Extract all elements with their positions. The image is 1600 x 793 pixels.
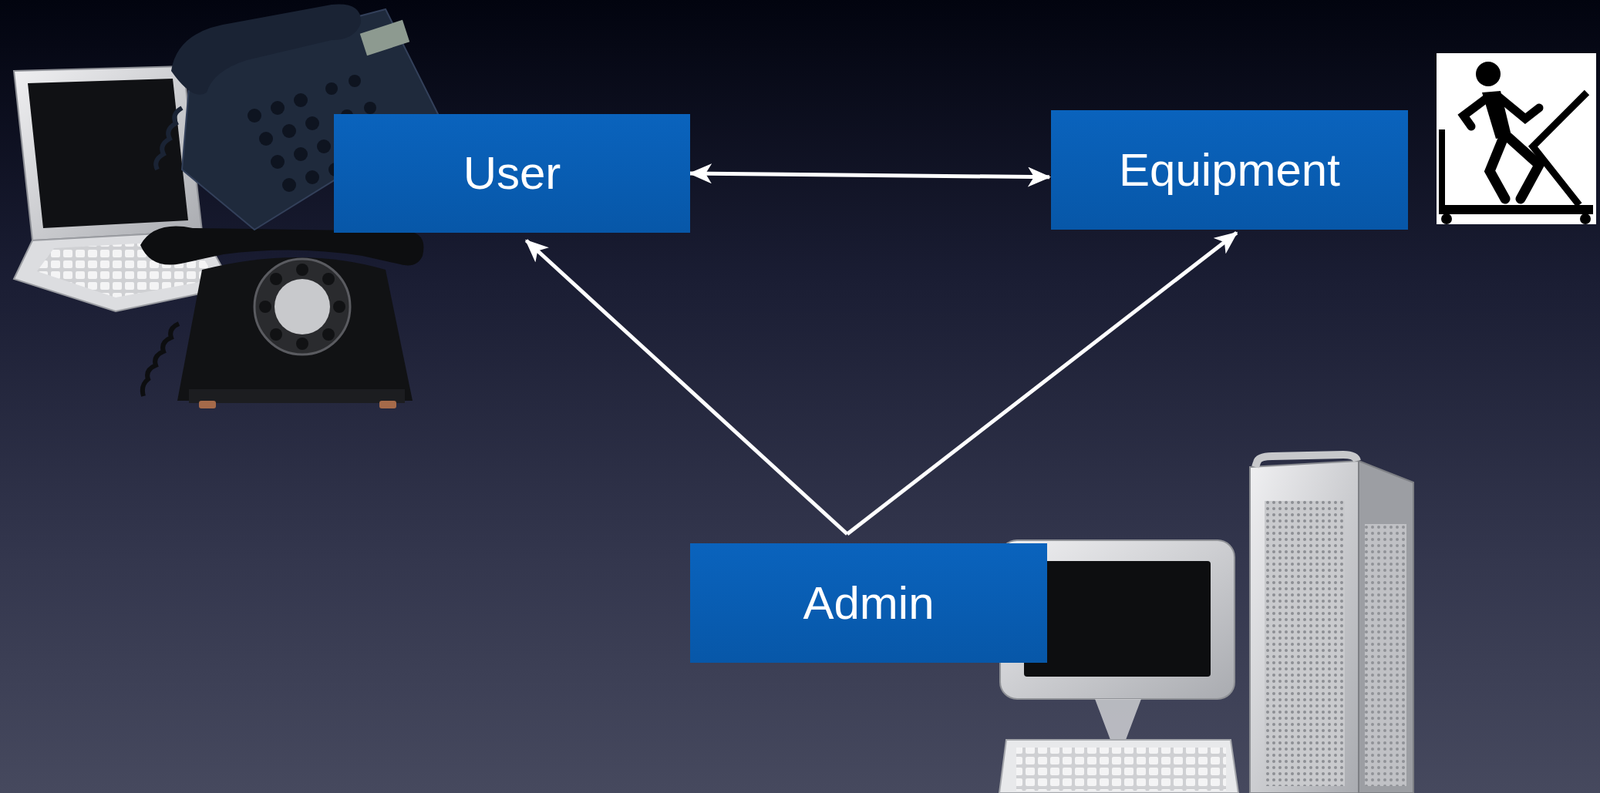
- arrow-connector: [525, 240, 847, 535]
- entity-box: Equipment: [1050, 110, 1408, 230]
- arrow-connector: [847, 232, 1237, 535]
- entity-box: Admin: [690, 543, 1048, 664]
- box-label-group: Equipment: [1118, 144, 1341, 196]
- entity-box: User: [333, 114, 691, 233]
- box-label: Admin: [802, 578, 934, 630]
- rotary-phone-picture: [140, 226, 424, 409]
- box-label-group: User: [463, 148, 562, 199]
- box-label-group: Admin: [802, 578, 934, 630]
- box-label: Equipment: [1118, 144, 1341, 196]
- treadmill-icon: [1436, 53, 1597, 225]
- box-label: User: [463, 148, 562, 199]
- desktop-computer-picture: [999, 454, 1414, 793]
- arrow-connector: [690, 173, 1050, 178]
